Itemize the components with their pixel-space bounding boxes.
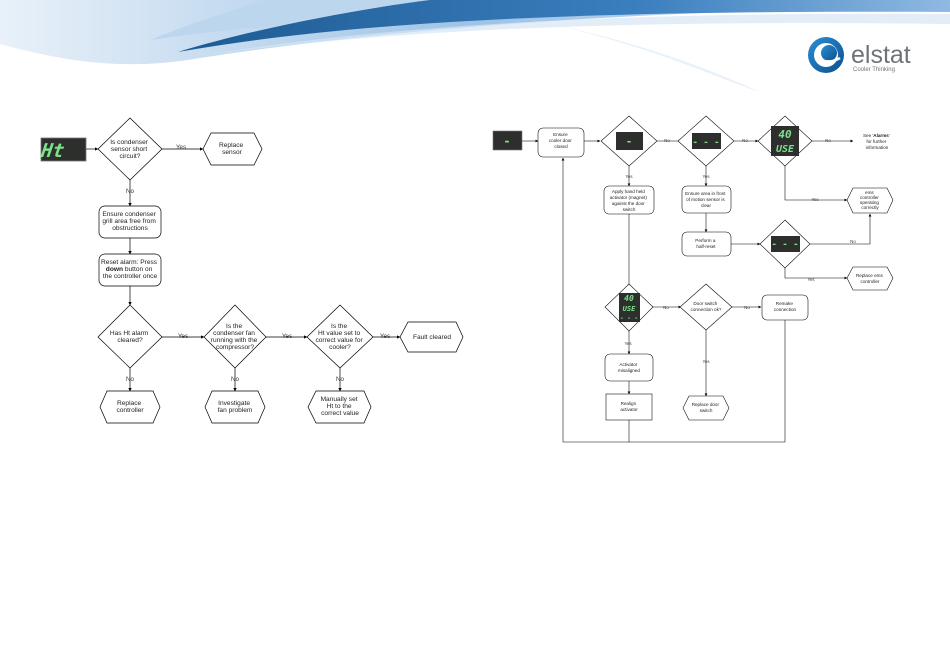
svg-text:Reset alarm: Press down: Reset alarm: Press down button on the co… [101,259,159,280]
svg-text:Ensure condenser grill a: Ensure condenser grill area free from ob… [102,211,157,232]
svg-text:40: 40 [624,294,634,303]
decision-sensor-short-circuit: Is condenser sensor short circuit? [97,117,163,181]
no-label: No [664,138,670,143]
decision-door-switch: Door switch connection ok? [679,283,733,331]
svg-text:Manually set Ht to the: Manually set Ht to the correct value [321,396,360,417]
yes-label: Yes [807,277,814,282]
decision-display-dash: - [600,115,658,167]
right-flowchart [522,139,872,443]
process-apply-activator: Apply hand held activator (magnet) again… [603,185,655,215]
no-label: No [336,376,344,383]
decision-display-40-use-dash: 40 USE - - - [604,283,654,332]
svg-text:Has Ht alarm cleared?: Has Ht alarm cleared? [110,330,150,344]
process-activator-misaligned: Activator misaligned [604,353,654,382]
svg-text:Activator misaligned: Activator misaligned [618,362,640,373]
svg-text:USE: USE [623,305,636,313]
brand-tagline: Cooler Thinking [853,67,895,73]
process-ensure-area-clear: Ensure area in front of motion sensor is… [681,185,732,214]
process-half-reset: Perform a half-reset [681,231,732,257]
svg-text:- - -: - - - [771,240,798,250]
svg-text:Replace door switch: Replace door switch [692,402,721,413]
no-label: No [126,188,134,195]
svg-text:Fault cleared: Fault cleared [413,334,451,341]
yes-label: Yes [380,333,390,340]
svg-text:Investigate fan problem: Investigate fan problem [218,400,253,414]
terminator-manually-set: Manually set Ht to the correct value [307,390,372,424]
decision-ht-value: Is the Ht value set to correct value for… [306,304,374,369]
svg-text:Ensure area in front of: Ensure area in front of motion sensor is… [685,191,727,208]
svg-text:Ht: Ht [39,139,66,162]
terminator-replace-ems: Replace ems controller [846,266,894,291]
left-flowchart [86,147,401,392]
svg-text:- - -: - - - [692,138,719,148]
svg-text:Remake connection: Remake connection [774,301,797,312]
svg-text:Is the condenser fan: Is the condenser fan running with the co… [211,323,259,351]
note-see-alarms: See 'Alarms' for further information [863,133,891,150]
terminator-fault-cleared: Fault cleared [399,321,464,353]
svg-text:Is condenser sensor shor: Is condenser sensor short circuit? [110,139,150,160]
yes-label: Yes [811,197,818,202]
decision-display-dashes: - - - [677,115,735,167]
svg-text:Replace ems controller: Replace ems controller [856,273,884,284]
no-label: No [231,376,239,383]
yes-label: Yes [282,333,292,340]
no-label: No [742,138,748,143]
svg-text:Replace sensor: Replace sensor [219,142,245,156]
svg-text:Replace controller: Replace controller [116,400,144,414]
process-ensure-grill: Ensure condenser grill area free from ob… [98,205,162,239]
svg-text:See 'Alarms' for further: See 'Alarms' for further information [863,133,891,150]
yes-label: Yes [176,144,186,151]
yes-label: Yes [625,174,632,179]
svg-text:-: - [503,134,510,148]
decision-fan-running: Is the condenser fan running with the co… [203,304,267,369]
process-realign-activator: Realign activator [605,393,653,421]
header-banner [0,0,950,92]
no-label: No [663,305,669,310]
elstat-logo: elstat Cooler Thinking [808,37,911,73]
yes-label: Yes [624,341,631,346]
no-label: No [825,138,831,143]
svg-text:ems controller ope: ems controller operating correctly [860,190,880,210]
dash-display: - [492,130,523,151]
svg-text:Ensure cooler door: Ensure cooler door closed [549,132,573,149]
no-label: No [850,239,856,244]
terminator-investigate-fan: Investigate fan problem [204,390,266,424]
yes-label: Yes [178,333,188,340]
process-remake-connection: Remake connection [761,294,809,321]
process-reset-alarm: Reset alarm: Press down button on the co… [98,253,162,287]
decision-alarm-cleared: Has Ht alarm cleared? [97,304,163,369]
svg-text:Door switch connection o: Door switch connection ok? [691,301,722,312]
brand-name: elstat [851,41,911,69]
ht-display: Ht [39,137,87,162]
process-ensure-door-closed: Ensure cooler door closed [537,127,585,158]
no-label: No [744,305,750,310]
no-label: No [126,376,134,383]
svg-text:- - -: - - - [620,315,638,322]
svg-text:Apply hand held activato: Apply hand held activator (magnet) again… [610,189,648,212]
terminator-ems-correct: ems controller operating correctly [846,187,894,214]
svg-text:Realign activator: Realign activator [620,401,638,412]
svg-text:-: - [626,135,633,148]
svg-text:Perform a half-reset: Perform a half-reset [695,238,716,249]
decision-display-dashes-2: - - - [759,219,811,269]
svg-text:Is the Ht value set to: Is the Ht value set to correct value for… [315,323,364,351]
terminator-replace-controller: Replace controller [99,390,161,424]
terminator-replace-sensor: Replace sensor [202,132,263,166]
decision-display-40-use: 40 USE [757,115,813,167]
svg-text:40: 40 [778,128,792,141]
yes-label: Yes [702,359,709,364]
svg-text:USE: USE [776,144,795,155]
terminator-replace-door-switch: Replace door switch [682,395,730,421]
yes-label: Yes [702,174,709,179]
